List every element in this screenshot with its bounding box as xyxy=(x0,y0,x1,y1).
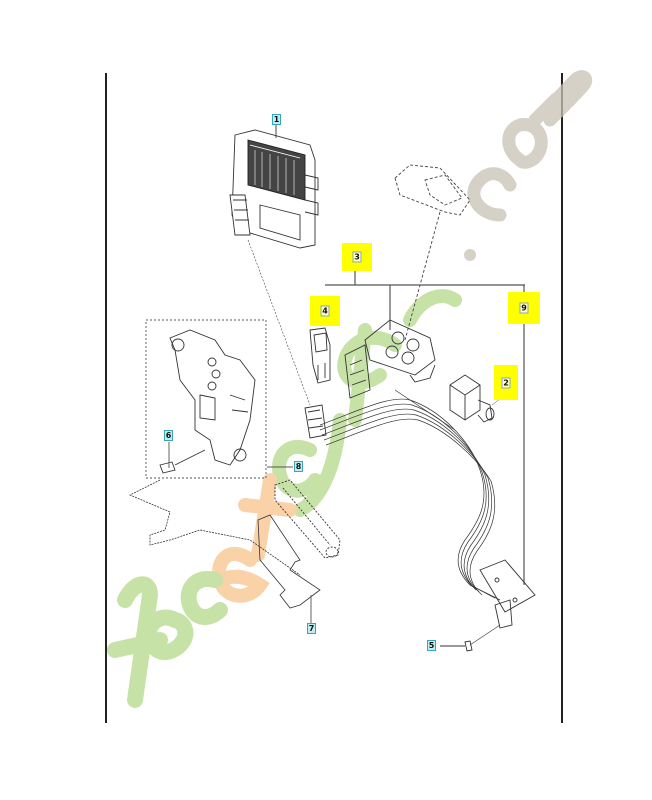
callout-4-highlight[interactable]: 4 xyxy=(310,296,340,326)
callout-1[interactable]: 1 xyxy=(272,114,281,125)
callout-6[interactable]: 6 xyxy=(164,430,173,441)
part-4-connector xyxy=(309,327,331,384)
callout-8[interactable]: 8 xyxy=(294,461,303,472)
part-8-handle xyxy=(274,479,341,559)
callout-4: 4 xyxy=(320,305,330,317)
callout-9-highlight[interactable]: 9 xyxy=(508,292,540,324)
part-7-clip xyxy=(257,514,321,609)
wire-harness xyxy=(319,389,496,596)
part-5-screw xyxy=(440,624,501,652)
callout-2-highlight[interactable]: 2 xyxy=(494,365,518,400)
frame-left-border xyxy=(105,73,107,723)
frame-right-border xyxy=(561,73,563,723)
part-9-switch-housing xyxy=(344,319,436,399)
part-2-rotary-switch xyxy=(449,374,495,423)
trigger-switch-assembly xyxy=(469,559,536,629)
part-1-control-module xyxy=(229,129,319,249)
callout-2: 2 xyxy=(501,377,511,388)
callout-3-highlight[interactable]: 3 xyxy=(342,243,372,271)
lever-assembly xyxy=(159,329,256,474)
callout-3: 3 xyxy=(352,251,362,263)
callout-5[interactable]: 5 xyxy=(427,640,436,651)
callout-7[interactable]: 7 xyxy=(307,623,316,634)
callout-9: 9 xyxy=(519,302,529,314)
harness-connector xyxy=(304,404,327,439)
